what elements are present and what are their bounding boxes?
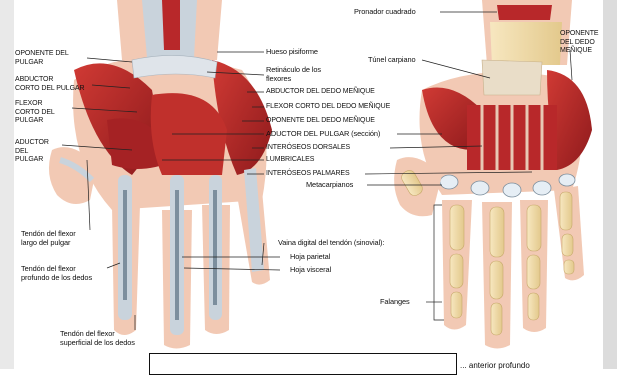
label-interoseos-dorsales: INTERÓSEOS DORSALES xyxy=(266,144,350,153)
metacarpal-head-5 xyxy=(559,174,575,186)
label-metacarpianos: Metacarpianos xyxy=(306,181,353,190)
label-vaina-digital: Vaina digital del tendón (sinovial): xyxy=(278,239,384,248)
label-oponente-menique: OPONENTE DEL DEDO MEÑIQUE xyxy=(266,117,375,126)
metacarpal-head-1 xyxy=(440,175,458,189)
label-oponente-pulgar: OPONENTE DEL PULGAR xyxy=(15,50,69,67)
label-tendon-flexor-largo: Tendón del flexor largo del pulgar xyxy=(21,230,76,247)
label-tendon-flexor-superficial: Tendón del flexor superficial de los ded… xyxy=(60,330,135,347)
label-retinaculo: Retináculo de los flexores xyxy=(266,66,321,83)
sheath-inner-middle xyxy=(175,190,179,320)
left-forearm-muscle-strip xyxy=(162,0,180,50)
label-flexor-corto-menique: FLEXOR CORTO DEL DEDO MEÑIQUE xyxy=(266,103,390,112)
label-oponente-menique-right: OPONENTE DEL DEDO MEÑIQUE xyxy=(560,30,598,56)
right-forearm-bones xyxy=(490,22,562,65)
scrollbar[interactable] xyxy=(603,0,617,369)
label-lumbricales: LUMBRICALES xyxy=(266,156,314,165)
label-flexor-corto-pulgar: FLEXOR CORTO DEL PULGAR xyxy=(15,100,55,126)
label-hoja-visceral: Hoja visceral xyxy=(290,266,331,275)
sheath-inner-index xyxy=(123,190,127,300)
metacarpal-head-2 xyxy=(471,181,489,195)
label-falanges: Falanges xyxy=(380,298,410,307)
carpal-tunnel xyxy=(482,60,542,95)
label-abductor-menique: ABDUCTOR DEL DEDO MEÑIQUE xyxy=(266,88,375,97)
label-tendon-flexor-profundo: Tendón del flexor profundo de los dedos xyxy=(21,265,92,282)
label-aductor-pulgar: ADUCTOR DEL PULGAR xyxy=(15,139,49,165)
label-hueso-pisiforme: Hueso pisiforme xyxy=(266,48,318,57)
label-interoseos-palmares: INTERÓSEOS PALMARES xyxy=(266,170,350,179)
metacarpal-head-3 xyxy=(503,183,521,197)
label-abductor-corto-pulgar: ABDUCTOR CORTO DEL PULGAR xyxy=(15,76,84,93)
label-hoja-parietal: Hoja parietal xyxy=(290,253,330,262)
metacarpal-head-4 xyxy=(533,181,551,195)
label-pronador-cuadrado: Pronador cuadrado xyxy=(354,8,416,17)
label-tunel-carpiano: Túnel carpiano xyxy=(368,56,416,65)
pronator-quadratus xyxy=(497,5,552,20)
label-aductor-pulgar-seccion: ADUCTOR DEL PULGAR (sección) xyxy=(266,130,380,139)
sheath-inner-ring xyxy=(213,190,217,305)
caption-box xyxy=(149,353,457,375)
